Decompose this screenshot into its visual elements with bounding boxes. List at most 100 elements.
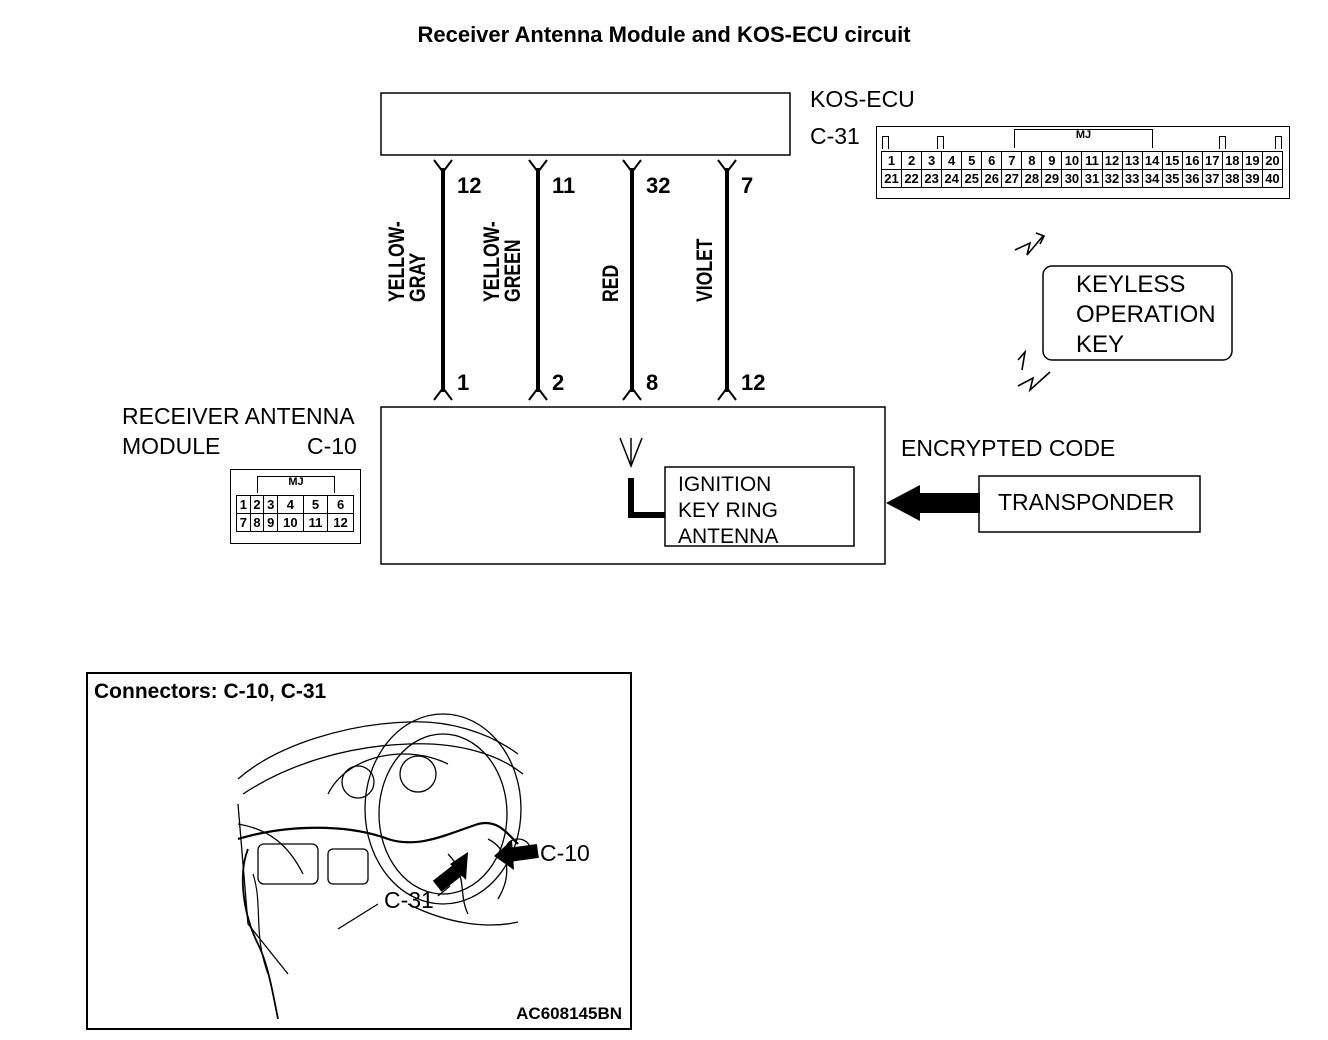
connector-pin: 5: [961, 151, 983, 170]
connector-pin: 5: [302, 495, 329, 514]
connector-pin: 8: [1021, 151, 1043, 170]
module-pin-number: 12: [741, 370, 766, 395]
keyless-key-text: KEYLESS OPERATION KEY: [1076, 270, 1216, 360]
wire-color-label: YELLOW- GRAY: [384, 221, 430, 302]
module-pin-number: 8: [646, 370, 659, 395]
connector-pin: 19: [1241, 151, 1263, 170]
connector-pin: 37: [1201, 169, 1223, 188]
wire-color-label: VIOLET: [692, 238, 717, 302]
connector-pin: 26: [981, 169, 1003, 188]
connector-pin: 2: [249, 495, 265, 514]
connector-badge: MJ: [257, 476, 335, 493]
connector-pin: 30: [1061, 169, 1083, 188]
connector-pin: 7: [1001, 151, 1023, 170]
connector-pin: 40: [1261, 169, 1284, 188]
connector-pin: 34: [1141, 169, 1163, 188]
connector-pin: 3: [263, 495, 279, 514]
transponder-box: [978, 475, 1201, 533]
connector-latch: [937, 136, 944, 149]
connector-pin: 10: [1061, 151, 1083, 170]
antenna-icon: [619, 437, 666, 518]
module-pin-number: 1: [457, 370, 470, 395]
module-pin-chevron: [717, 386, 737, 401]
connector-pin: 32: [1101, 169, 1123, 188]
connector-pin: 9: [263, 513, 279, 532]
ignition-antenna-line: KEY RING: [678, 499, 778, 522]
connector-pin: 18: [1221, 151, 1243, 170]
ecu-pin-number: 12: [457, 173, 482, 198]
connector-pin: 1: [880, 151, 903, 170]
connector-pin: 16: [1181, 151, 1203, 170]
connector-badge: MJ: [1014, 129, 1153, 148]
ignition-antenna-text: IGNITION KEY RING ANTENNA: [678, 472, 778, 550]
ecu-pin-chevron: [433, 159, 453, 174]
receiver-module-connector-id: C-10: [307, 433, 357, 459]
connector-pin: 20: [1261, 151, 1284, 170]
ecu-pin-chevron: [717, 159, 737, 174]
radio-signal-icon: [1014, 232, 1051, 393]
connector-pin: 17: [1201, 151, 1223, 170]
ecu-pin-chevron: [528, 159, 548, 174]
ecu-pin-number: 7: [741, 173, 754, 198]
connector-pin: 12: [1101, 151, 1123, 170]
connector-pin: 25: [961, 169, 983, 188]
connector-pin: 23: [921, 169, 943, 188]
transponder-label: TRANSPONDER: [998, 489, 1175, 515]
ecu-pin-number: 11: [552, 173, 576, 198]
keyless-key-box: [1042, 265, 1233, 361]
connector-pin: 29: [1041, 169, 1063, 188]
ecu-pin-number: 32: [646, 173, 671, 198]
receiver-module-label: MODULE: [122, 433, 221, 459]
connector-location-figure: Connectors: C-10, C-31: [86, 672, 632, 1030]
connector-latch: [1275, 136, 1282, 149]
kos-ecu-connector-id: C-31: [810, 123, 860, 149]
module-pin-chevron: [433, 386, 453, 401]
figure-caption: Connectors: C-10, C-31: [94, 680, 327, 703]
connector-pin: 7: [236, 513, 251, 532]
connector-pin: 4: [941, 151, 963, 170]
ignition-antenna-box: [664, 466, 855, 547]
connector-pin: 11: [1081, 151, 1103, 170]
connector-pin: 33: [1121, 169, 1143, 188]
connector-pin: 9: [1041, 151, 1063, 170]
dashboard-illustration: [237, 713, 539, 1020]
diagram-title: Receiver Antenna Module and KOS-ECU circ…: [417, 22, 911, 47]
keyless-key-line: KEY: [1076, 331, 1125, 358]
ecu-pin-chevron: [622, 159, 642, 174]
connector-pin: 14: [1141, 151, 1163, 170]
module-pin-chevron: [528, 386, 548, 401]
wire-color-label: YELLOW- GREEN: [479, 221, 525, 302]
connector-pin: 1: [236, 495, 251, 514]
connector-pin: 4: [277, 495, 304, 514]
connector-pin: 3: [921, 151, 943, 170]
connector-pin: 15: [1161, 151, 1183, 170]
connector-latch: [1219, 136, 1226, 149]
module-pin-chevron: [622, 386, 642, 401]
connector-pin: 27: [1001, 169, 1023, 188]
connector-pin: 36: [1181, 169, 1203, 188]
ignition-antenna-line: IGNITION: [678, 473, 772, 496]
connector-pin: 35: [1161, 169, 1183, 188]
keyless-key-line: OPERATION: [1076, 301, 1216, 328]
signal-arrow: [886, 485, 980, 521]
connector-pin: 13: [1121, 151, 1143, 170]
module-pin-number: 2: [552, 370, 565, 395]
keyless-key-line: KEYLESS: [1076, 271, 1186, 298]
connector-pin: 22: [901, 169, 923, 188]
kos-ecu-box: [380, 92, 791, 156]
connector-pin: 2: [901, 151, 923, 170]
ignition-antenna-line: ANTENNA: [678, 525, 779, 548]
connector-pin: 28: [1021, 169, 1043, 188]
connector-pin: 21: [880, 169, 903, 188]
callout-c10: C-10: [540, 840, 590, 866]
callout-c31: C-31: [384, 887, 434, 913]
connector-pin: 6: [981, 151, 1003, 170]
connector-latch: [882, 136, 889, 149]
kos-ecu-label: KOS-ECU: [810, 86, 915, 112]
connector-pin: 6: [327, 495, 354, 514]
connector-pin: 8: [249, 513, 265, 532]
